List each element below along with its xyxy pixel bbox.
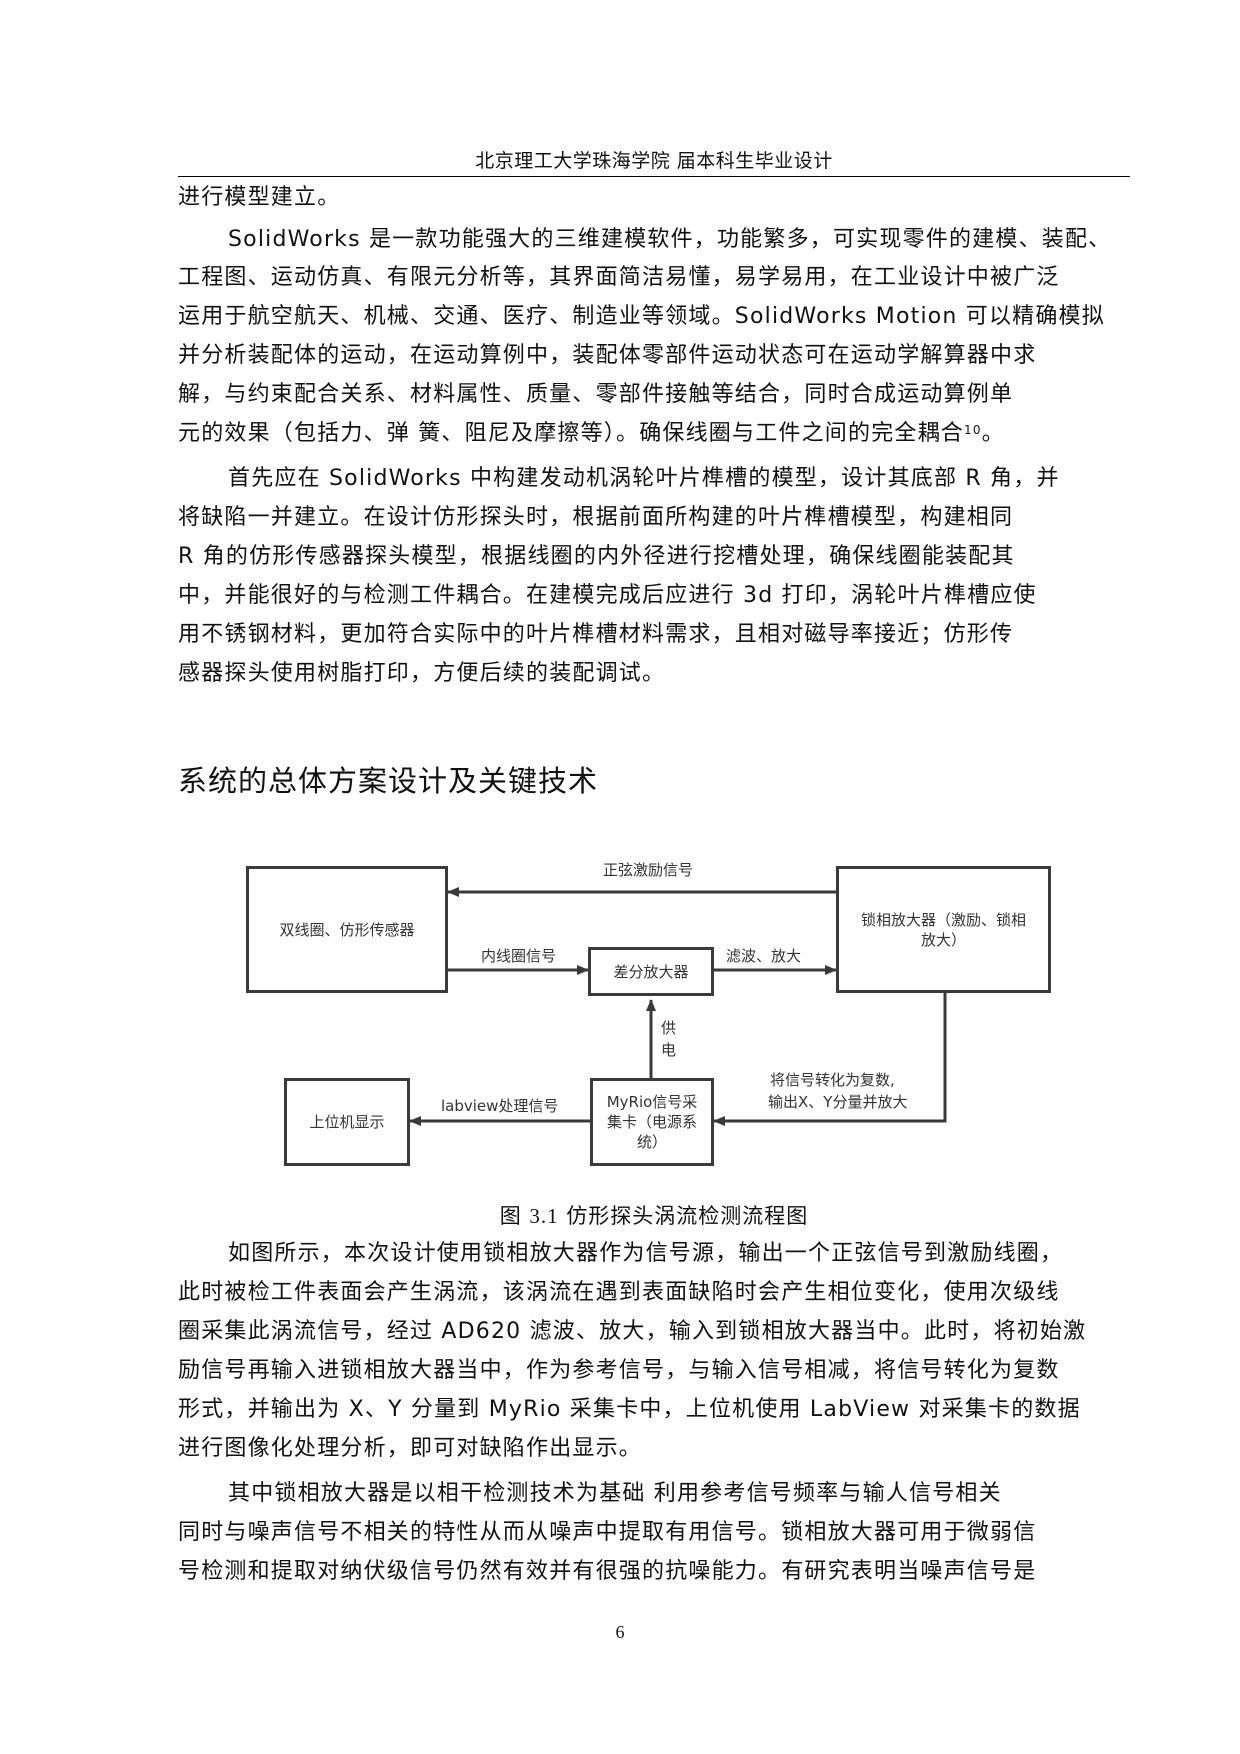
section-title: 系统的总体方案设计及关键技术	[178, 764, 599, 798]
paragraph-2-last-line: 元的效果（包括力、弹 簧、阻尼及摩擦等）。确保线圈与工件之间的完全耦合10。	[178, 420, 1130, 448]
paragraph-2-line: 运用于航空航天、机械、交通、医疗、制造业等领域。SolidWorks Motio…	[178, 304, 1105, 329]
paragraph-2-line: 解，与约束配合关系、材料属性、质量、零部件接触等结合，同时合成运动算例单	[178, 382, 1014, 407]
paragraph-4-line: 励信号再输入进锁相放大器当中，作为参考信号，与输入信号相减，将信号转化为复数	[178, 1358, 1060, 1383]
paragraph-4-line: 形式，并输出为 X、Y 分量到 MyRio 采集卡中，上位机使用 LabView…	[178, 1397, 1081, 1422]
paragraph-3-line: 将缺陷一并建立。在设计仿形探头时，根据前面所构建的叶片榫槽模型，构建相同	[178, 505, 1014, 530]
node-host-label: 上位机显示	[309, 1113, 385, 1131]
paragraph-4-line: 此时被检工件表面会产生涡流，该涡流在遇到表面缺陷时会产生相位变化，使用次级线	[178, 1280, 1060, 1305]
paragraph-2-line-text: 元的效果（包括力、弹 簧、阻尼及摩擦等）。确保线圈与工件之间的完全耦合	[178, 421, 964, 446]
paragraph-3-line: 首先应在 SolidWorks 中构建发动机涡轮叶片榫槽的模型，设计其底部 R …	[228, 466, 1060, 491]
node-lockin-amplifier: 锁相放大器（激励、锁相 放大）	[836, 866, 1051, 993]
paragraph-3-line: R 角的仿形传感器探头模型，根据线圈的内外径进行挖槽处理，确保线圈能装配其	[178, 544, 1015, 569]
citation-marker[interactable]: 10	[964, 423, 982, 437]
paragraph-3-line: 中，并能很好的与检测工件耦合。在建模完成后应进行 3d 打印，涡轮叶片榫槽应使	[178, 583, 1037, 608]
paragraph-4-line: 进行图像化处理分析，即可对缺陷作出显示。	[178, 1436, 643, 1461]
end-punctuation: 。	[981, 421, 1005, 446]
header-divider	[178, 176, 1130, 177]
edge-label-complex-1: 将信号转化为复数,	[770, 1071, 895, 1089]
paragraph-2-line: 工程图、运动仿真、有限元分析等，其界面简洁易懂，易学易用，在工业设计中被广泛	[178, 265, 1060, 290]
paragraph-2-line: SolidWorks 是一款功能强大的三维建模软件，功能繁多，可实现零件的建模、…	[228, 227, 1112, 252]
page-header: 北京理工大学珠海学院 届本科生毕业设计	[475, 150, 833, 172]
node-myrio: MyRio信号采 集卡（电源系 统）	[590, 1078, 714, 1166]
node-myrio-label-1: MyRio信号采	[606, 1093, 698, 1111]
node-lockin-label-1: 锁相放大器（激励、锁相	[860, 910, 1026, 929]
node-lockin-label-2: 放大）	[920, 930, 966, 949]
node-differential-amplifier: 差分放大器	[588, 947, 714, 996]
paragraph-5-line: 其中锁相放大器是以相干检测技术为基础 利用参考信号频率与输人信号相关	[228, 1481, 1002, 1506]
paragraph-5-line: 号检测和提取对纳伏级信号仍然有效并有很强的抗噪能力。有研究表明当噪声信号是	[178, 1559, 1037, 1584]
paragraph-2-line: 并分析装配体的运动，在运动算例中，装配体零部件运动状态可在运动学解算器中求	[178, 343, 1037, 368]
node-sensor-label: 双线圈、仿形传感器	[279, 920, 415, 939]
caption-number: 3.1	[529, 1204, 559, 1228]
paragraph-1-line: 进行模型建立。	[178, 185, 341, 210]
paragraph-5-line: 同时与噪声信号不相关的特性从而从噪声中提取有用信号。锁相放大器可用于微弱信	[178, 1520, 1037, 1545]
node-sensor: 双线圈、仿形传感器	[246, 866, 448, 993]
edge-label-sine-excitation: 正弦激励信号	[603, 861, 694, 879]
caption-prefix: 图	[499, 1204, 530, 1228]
node-myrio-label-3: 统）	[636, 1133, 667, 1151]
paragraph-4-line: 圈采集此涡流信号，经过 AD620 滤波、放大，输入到锁相放大器当中。此时，将初…	[178, 1319, 1087, 1344]
node-host-display: 上位机显示	[284, 1078, 410, 1166]
edge-label-filter-amplify: 滤波、放大	[726, 947, 802, 965]
edge-label-inner-coil: 内线圈信号	[481, 947, 557, 965]
edge-label-power-1: 供	[661, 1019, 677, 1037]
node-diff-amp-label: 差分放大器	[613, 962, 689, 981]
paragraph-3-line: 用不锈钢材料，更加符合实际中的叶片榫槽材料需求，且相对磁导率接近；仿形传	[178, 622, 1014, 647]
edge-label-labview: labview处理信号	[441, 1097, 559, 1115]
paragraph-3-line: 感器探头使用树脂打印，方便后续的装配调试。	[178, 661, 666, 686]
node-myrio-label-2: 集卡（电源系	[606, 1113, 697, 1131]
figure-caption: 图 3.1 仿形探头涡流检测流程图	[178, 1200, 1130, 1230]
page-number: 6	[615, 1622, 625, 1642]
paragraph-4-line: 如图所示，本次设计使用锁相放大器作为信号源，输出一个正弦信号到激励线圈，	[228, 1241, 1064, 1266]
edge-label-complex-2: 输出X、Y分量并放大	[768, 1093, 908, 1111]
edge-label-power-2: 电	[661, 1041, 677, 1059]
caption-text: 仿形探头涡流检测流程图	[558, 1204, 809, 1228]
